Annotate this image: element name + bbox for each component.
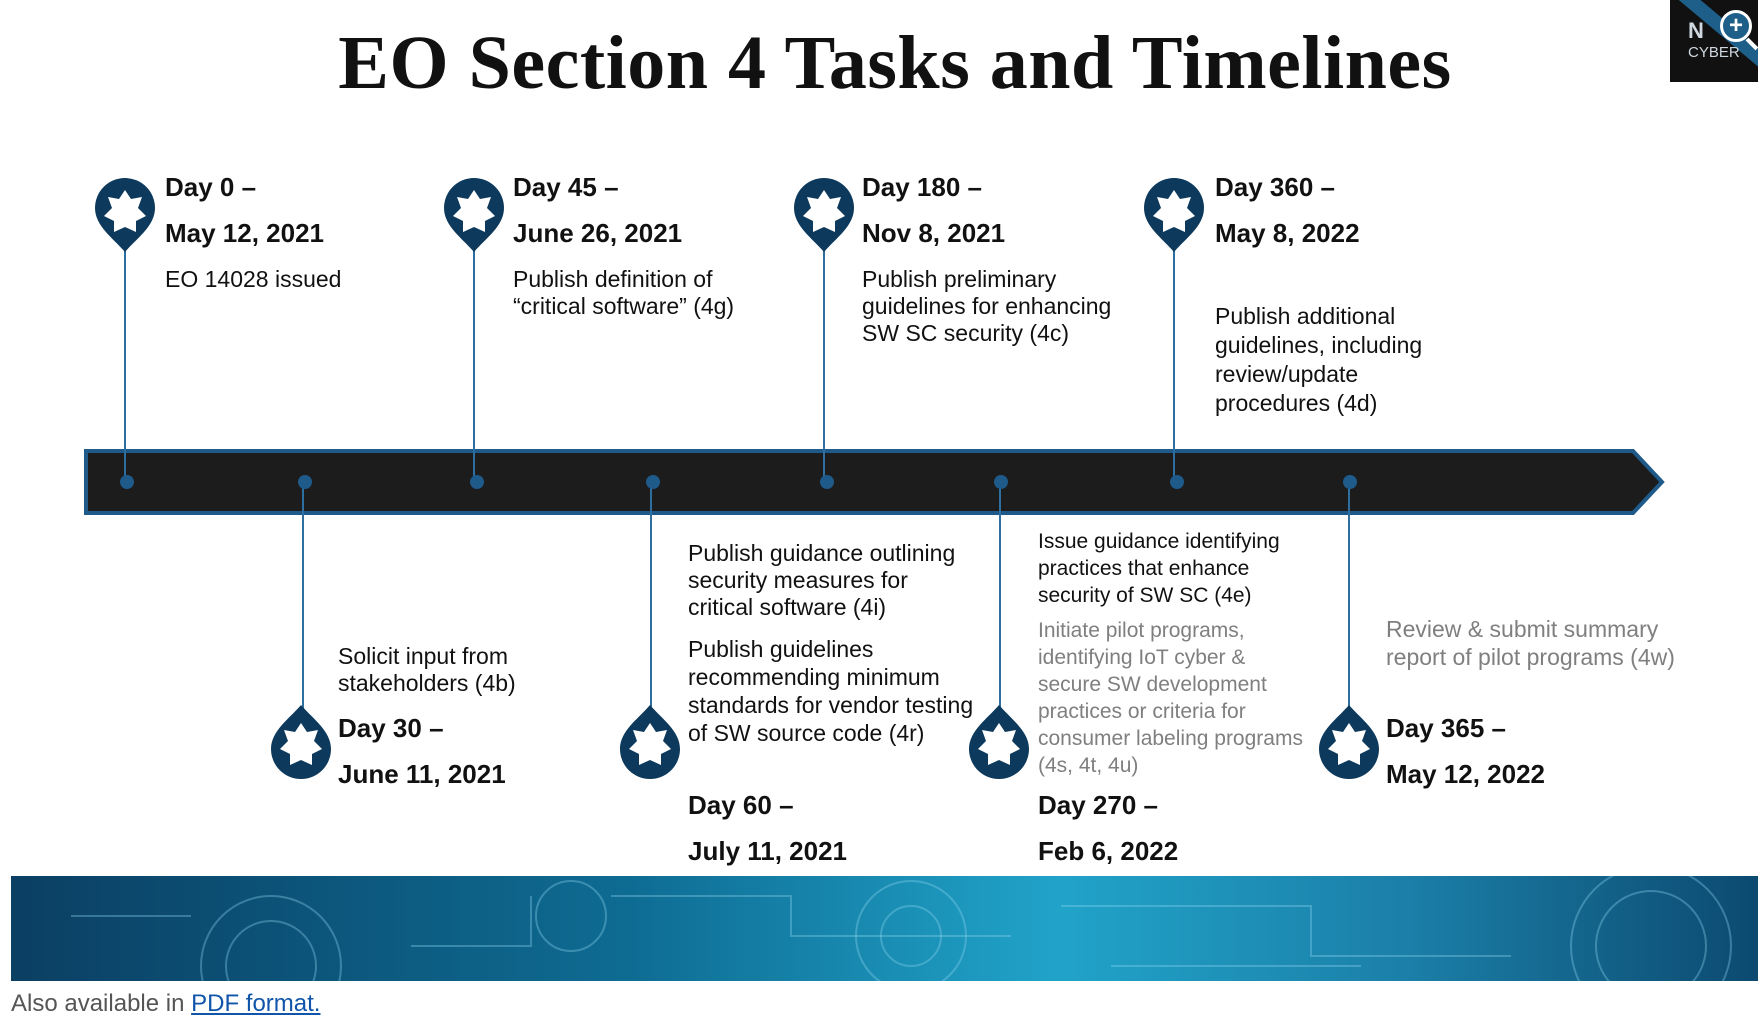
milestone-task: Publish guidelines recommending minimum … <box>688 636 974 746</box>
milestone-day: Day 30 – <box>338 713 444 743</box>
timeline-arrow <box>84 449 1665 515</box>
footer-prefix: Also available in <box>11 990 192 1017</box>
milestone-task: Solicit input from stakeholders (4b) <box>338 643 516 696</box>
milestone-pin-icon <box>95 178 155 252</box>
milestone-task: Issue guidance identifying practices tha… <box>1038 530 1280 607</box>
milestone-day: Day 270 – <box>1038 790 1158 820</box>
milestone-pin-icon <box>1144 178 1204 252</box>
zoom-in-icon[interactable]: + <box>1720 10 1758 51</box>
milestone-pin-icon <box>620 705 680 779</box>
milestone-pin-icon <box>969 705 1029 779</box>
milestone-date: June 11, 2021 <box>338 759 506 789</box>
milestone-date: July 11, 2021 <box>688 836 848 866</box>
milestone-task: EO 14028 issued <box>165 266 342 292</box>
timeline-dot <box>820 475 834 489</box>
milestone-date: May 12, 2022 <box>1386 759 1546 789</box>
milestone-day: Day 360 – <box>1215 172 1335 202</box>
milestone-date: Nov 8, 2021 <box>862 218 1006 248</box>
milestone-task: Review & submit summary report of pilot … <box>1386 616 1675 670</box>
timeline-dot <box>120 475 134 489</box>
footer-note: Also available in PDF format. <box>11 990 320 1018</box>
milestone-day: Day 180 – <box>862 172 982 202</box>
milestone-task: Publish additional guidelines, including… <box>1215 303 1423 416</box>
milestone-day: Day 60 – <box>688 790 794 820</box>
milestone-date: May 12, 2021 <box>165 218 325 248</box>
milestone-task: Initiate pilot programs, identifying IoT… <box>1038 619 1303 777</box>
milestone-task: Publish guidance outlining security meas… <box>688 540 956 620</box>
timeline-dot <box>994 475 1008 489</box>
milestone-day: Day 0 – <box>165 172 257 202</box>
pdf-format-link[interactable]: PDF format. <box>191 990 321 1017</box>
timeline-dot <box>470 475 484 489</box>
circuit-pattern <box>71 876 1732 981</box>
corner-logo[interactable]: N CYBER + <box>1670 0 1758 82</box>
timeline-dot <box>646 475 660 489</box>
timeline-dot <box>1343 475 1357 489</box>
milestone-day: Day 45 – <box>513 172 619 202</box>
milestone-date: June 26, 2021 <box>513 218 683 248</box>
decorative-banner <box>11 876 1758 981</box>
milestone-date: May 8, 2022 <box>1215 218 1360 248</box>
corner-logo-text-bottom: CYBER <box>1688 44 1740 61</box>
milestone-pin-icon <box>1319 705 1379 779</box>
milestone-task: Publish definition of “critical software… <box>513 266 735 319</box>
milestone-task: Publish preliminary guidelines for enhan… <box>862 266 1112 346</box>
milestone-pin-icon <box>271 705 331 779</box>
corner-logo-text-top: N <box>1688 18 1704 43</box>
milestone-day: Day 365 – <box>1386 713 1506 743</box>
timeline-dot <box>298 475 312 489</box>
milestone-pin-icon <box>794 178 854 252</box>
milestone-date: Feb 6, 2022 <box>1038 836 1179 866</box>
timeline-dot <box>1170 475 1184 489</box>
page-title: EO Section 4 Tasks and Timelines <box>338 21 1452 105</box>
milestone-pin-icon <box>444 178 504 252</box>
